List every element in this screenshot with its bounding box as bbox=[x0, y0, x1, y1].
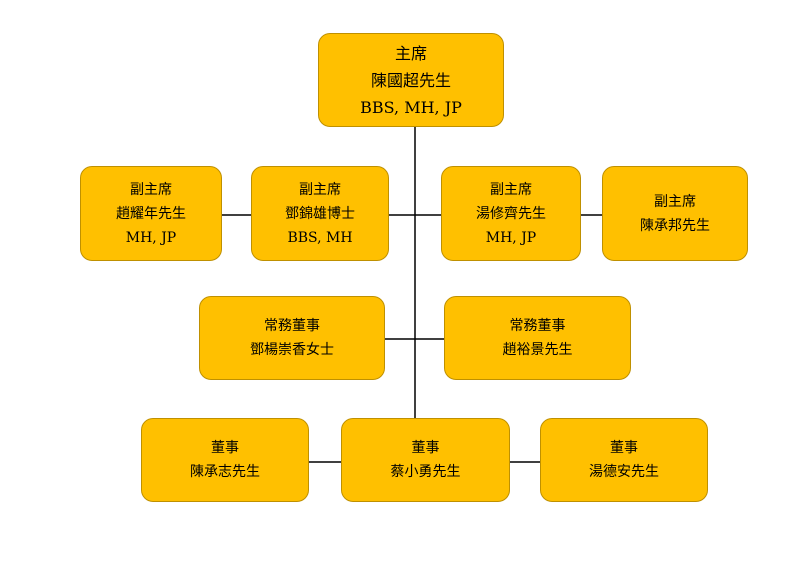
vice-chairman-name: 鄧錦雄博士 bbox=[285, 205, 355, 222]
chairman-honors: BBS, MH, JP bbox=[360, 97, 462, 117]
vice-chairman-role: 副主席 bbox=[490, 181, 532, 198]
vice-chairman-box-3: 副主席 湯修齊先生 MH, JP bbox=[441, 166, 581, 261]
director-box-1: 董事 陳承志先生 bbox=[141, 418, 309, 502]
executive-director-box-1: 常務董事 鄧楊崇香女士 bbox=[199, 296, 385, 380]
director-role: 董事 bbox=[211, 440, 239, 456]
vice-chairman-box-1: 副主席 趙耀年先生 MH, JP bbox=[80, 166, 222, 261]
vice-chairman-name: 趙耀年先生 bbox=[116, 205, 186, 222]
vice-chairman-role: 副主席 bbox=[130, 181, 172, 198]
vice-chairman-name: 陳承邦先生 bbox=[640, 217, 710, 234]
director-name: 湯德安先生 bbox=[589, 464, 659, 480]
vice-chairman-name: 湯修齊先生 bbox=[476, 205, 546, 222]
vice-chairman-honors: BBS, MH bbox=[287, 229, 353, 246]
executive-director-role: 常務董事 bbox=[264, 318, 320, 334]
vice-chairman-honors: MH, JP bbox=[485, 229, 537, 246]
vice-chairman-role: 副主席 bbox=[299, 181, 341, 198]
vice-chairman-honors: MH, JP bbox=[125, 229, 177, 246]
director-role: 董事 bbox=[411, 440, 440, 456]
director-name: 陳承志先生 bbox=[190, 464, 260, 480]
executive-director-name: 趙裕景先生 bbox=[502, 342, 573, 358]
director-box-3: 董事 湯德安先生 bbox=[540, 418, 708, 502]
director-role: 董事 bbox=[610, 440, 638, 456]
vice-chairman-box-4: 副主席 陳承邦先生 bbox=[602, 166, 748, 261]
executive-director-box-2: 常務董事 趙裕景先生 bbox=[444, 296, 631, 380]
executive-director-name: 鄧楊崇香女士 bbox=[250, 342, 334, 358]
vice-chairman-role: 副主席 bbox=[654, 193, 696, 210]
executive-director-role: 常務董事 bbox=[509, 318, 566, 334]
director-box-2: 董事 蔡小勇先生 bbox=[341, 418, 510, 502]
chairman-box: 主席 陳國超先生 BBS, MH, JP bbox=[318, 33, 504, 127]
chairman-role: 主席 bbox=[394, 43, 427, 63]
director-name: 蔡小勇先生 bbox=[390, 464, 461, 480]
vice-chairman-box-2: 副主席 鄧錦雄博士 BBS, MH bbox=[251, 166, 389, 261]
chairman-name: 陳國超先生 bbox=[370, 70, 451, 90]
